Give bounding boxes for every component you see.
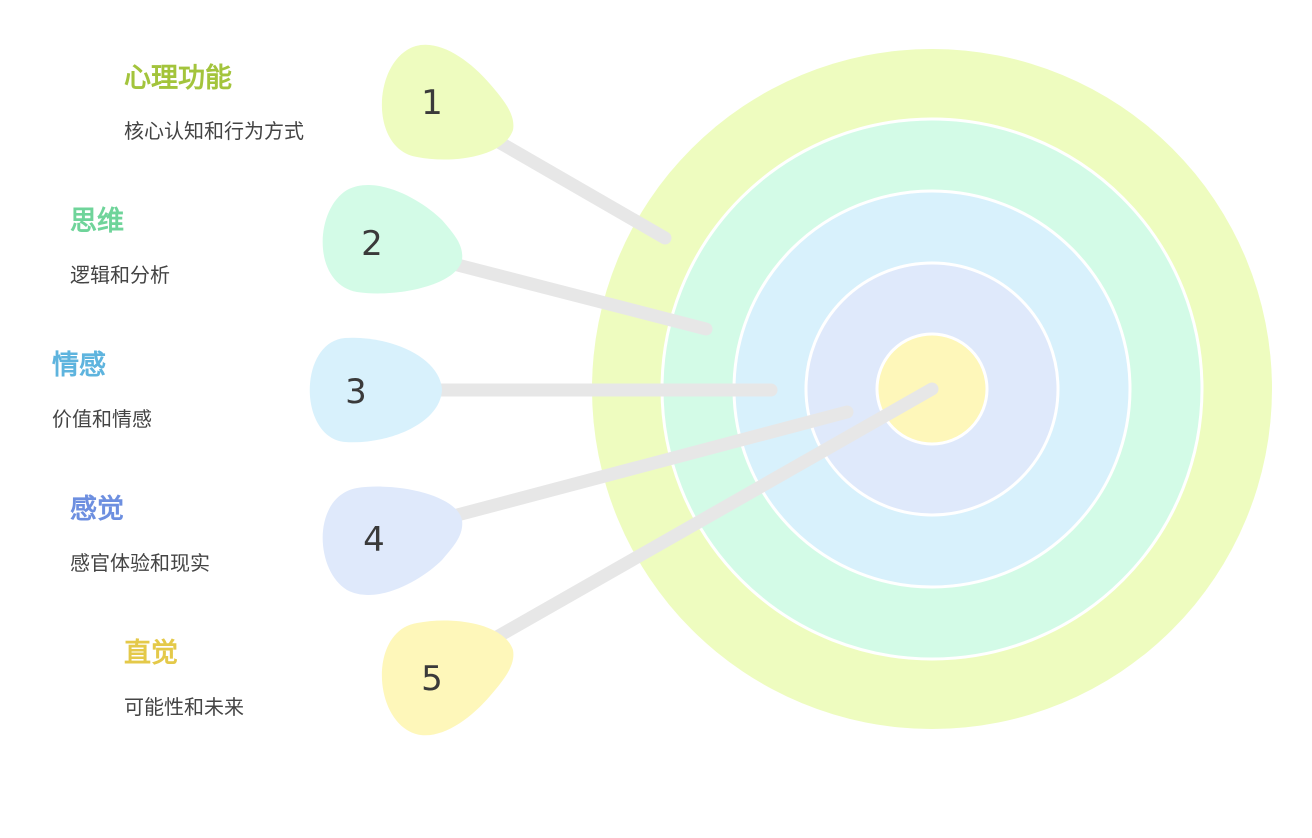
arrow-shaft-4: [439, 405, 854, 525]
arrow-shaft-1: [490, 134, 672, 245]
arrow-number-3: 3: [345, 372, 367, 412]
labels: 心理功能 核心认知和行为方式 思维 逻辑和分析 情感 价值和情感 感觉 感官体验…: [52, 62, 304, 719]
label-title-3: 情感: [52, 349, 106, 381]
target-rings: [592, 49, 1272, 729]
arrow-shaft-5: [490, 382, 939, 644]
label-desc-5: 可能性和未来: [124, 695, 244, 719]
arrow-fletchings: [309, 44, 514, 736]
arrow-numbers: 1 2 3 4 5: [345, 83, 443, 699]
fletching-4: [322, 486, 463, 595]
label-desc-1: 核心认知和行为方式: [124, 119, 304, 143]
label-title-2: 思维: [70, 206, 124, 237]
arrow-shaft-2: [439, 255, 713, 336]
label-desc-2: 逻辑和分析: [70, 263, 170, 287]
fletching-1: [381, 44, 514, 160]
label-title-5: 直觉: [124, 638, 178, 669]
label-title-4: 感觉: [70, 493, 124, 525]
arrow-number-2: 2: [361, 224, 383, 264]
label-desc-4: 感官体验和现实: [70, 551, 210, 575]
fletching-5: [381, 620, 514, 736]
arrow-shafts: [425, 134, 939, 644]
arrow-number-1: 1: [421, 83, 443, 123]
label-desc-3: 价值和情感: [52, 407, 152, 431]
label-title-1: 心理功能: [124, 62, 232, 94]
fletching-3: [309, 337, 442, 443]
arrow-number-5: 5: [421, 659, 443, 699]
arrow-number-4: 4: [363, 520, 385, 560]
fletching-2: [322, 185, 463, 294]
